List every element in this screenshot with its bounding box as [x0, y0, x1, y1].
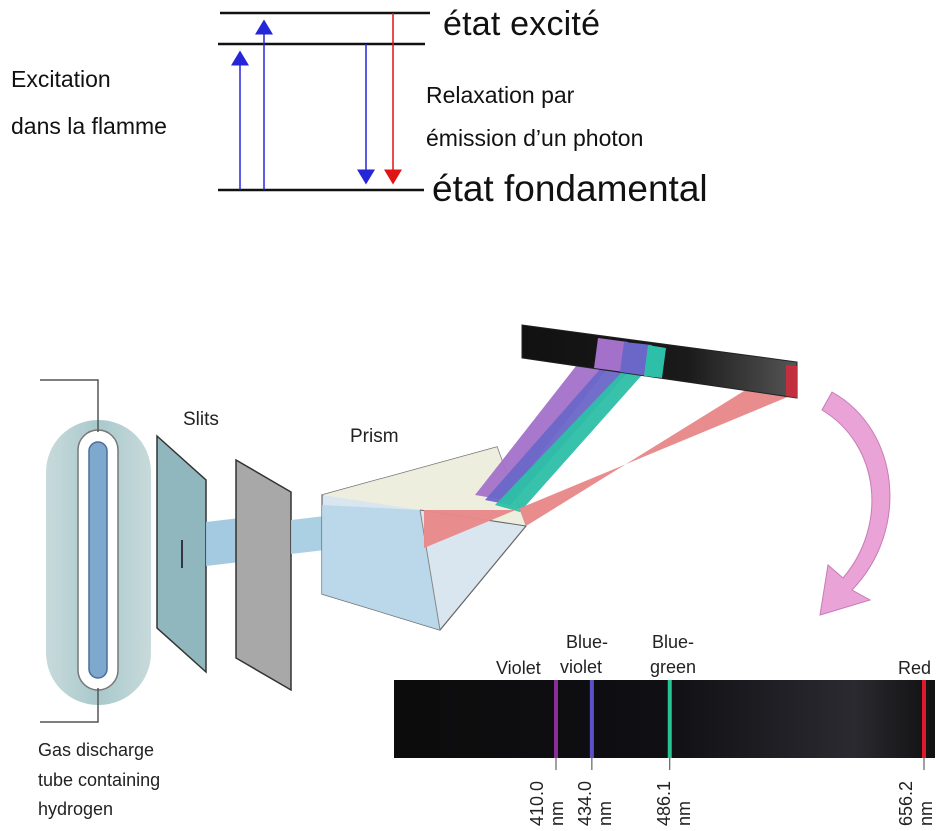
excitation-label-line1: Excitation [11, 66, 111, 92]
spectrum-lines [554, 680, 926, 758]
prism-label: Prism [350, 426, 399, 447]
tube-label-line2: tube containing [38, 770, 161, 790]
spectrum-label-violet: Violet [496, 658, 541, 678]
tube-label-line1: Gas discharge [38, 740, 155, 760]
spectral-line-blue-green [667, 680, 672, 758]
light-beam-2 [291, 516, 325, 554]
beam-red [424, 365, 790, 548]
beam-violet [475, 338, 628, 500]
gas-discharge-tube [40, 379, 151, 723]
spectral-line-violet [554, 680, 558, 758]
beam-blue-green [495, 345, 666, 512]
spectrum-strip [394, 680, 935, 758]
slit-plate-1 [156, 434, 207, 674]
spectral-line-blue-violet [589, 680, 594, 758]
spectral-line-red [922, 680, 926, 758]
spectrum-label-red: Red [898, 658, 932, 678]
spectrum-label-blue-green-2: green [650, 657, 697, 677]
excited-state-label: état excité [443, 5, 601, 43]
relaxation-label-line1: Relaxation par [426, 82, 575, 108]
spectrum-ticks [555, 758, 925, 770]
spectrum-label-blue-violet-2: violet [560, 657, 603, 677]
relaxation-label-line2: émission d’un photon [426, 125, 644, 151]
light-beam-1 [206, 518, 240, 566]
excitation-label-line2: dans la flamme [11, 113, 167, 139]
slits-label: Slits [183, 409, 219, 430]
projection-screen [521, 324, 798, 399]
spectrum-label-blue-violet-1: Blue- [566, 632, 609, 652]
spectrum-label-blue-green-1: Blue- [652, 632, 695, 652]
ground-state-label: état fondamental [432, 168, 708, 209]
tube-label-line3: hydrogen [38, 799, 114, 819]
beam-blue-violet [485, 342, 652, 505]
curved-arrow-icon [819, 391, 891, 616]
slit-plate-2 [235, 458, 292, 692]
